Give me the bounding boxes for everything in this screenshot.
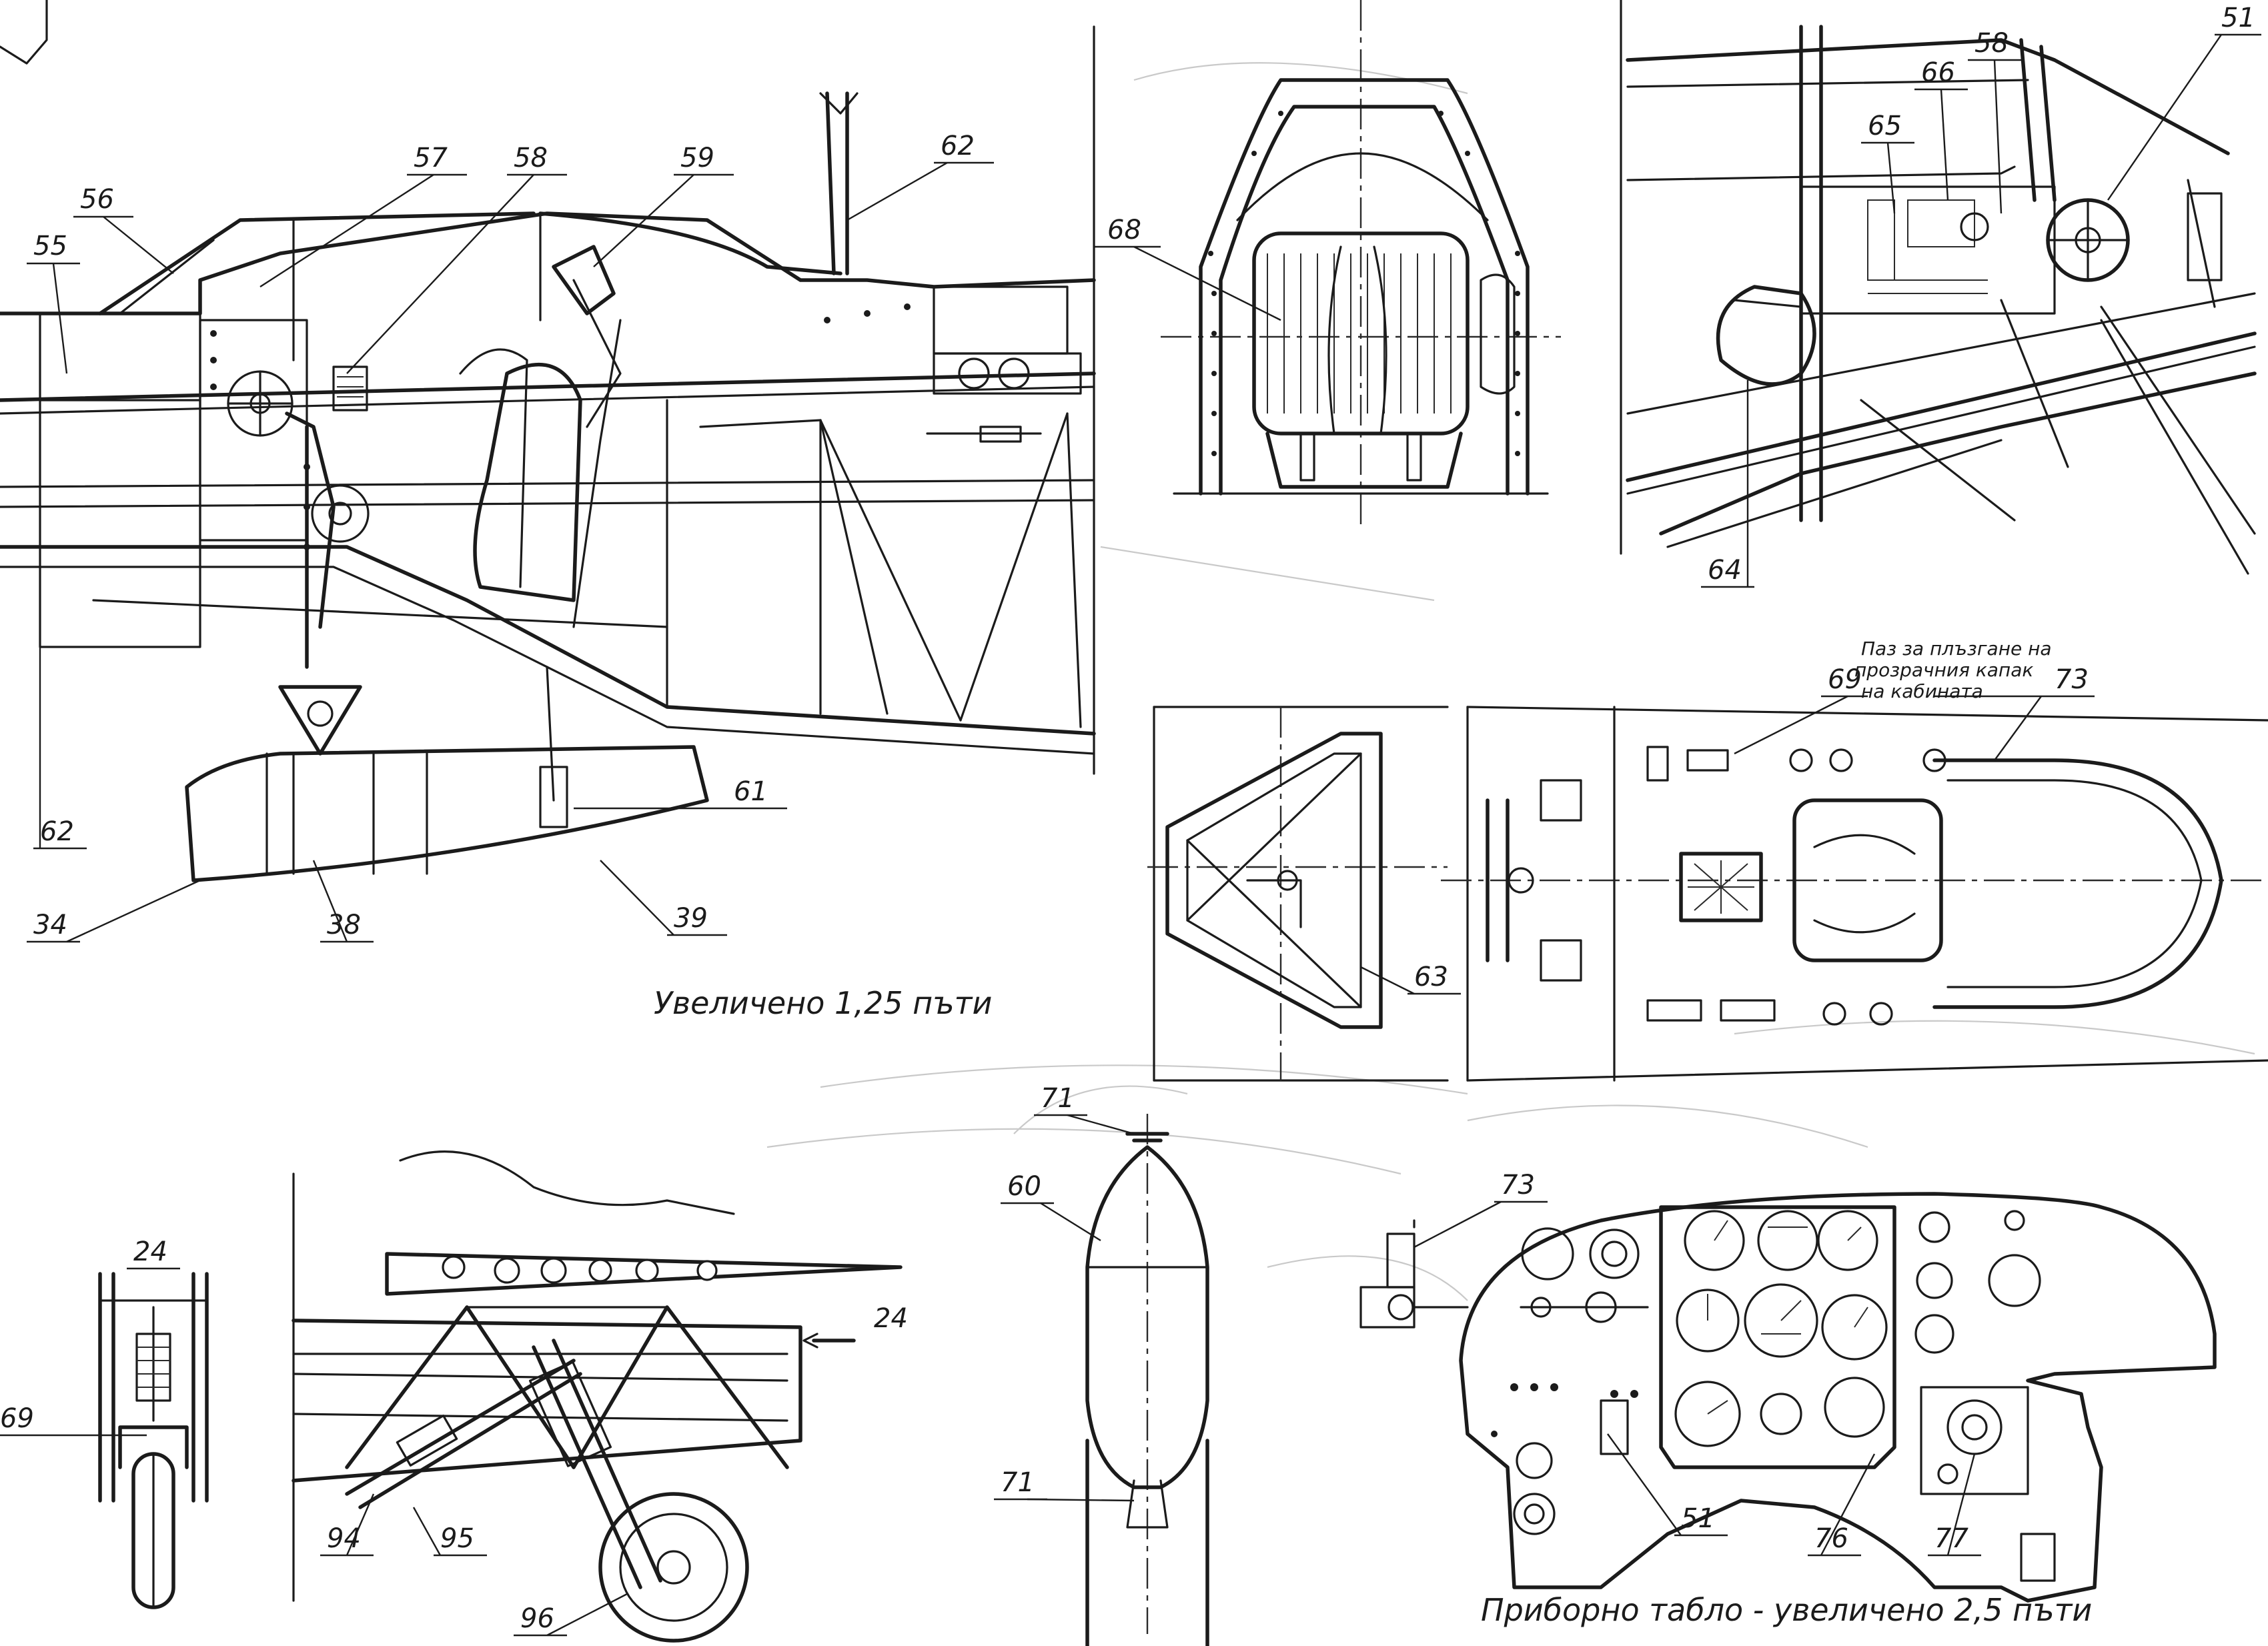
canopy-slot-note-line-1: Паз за плъзгане на (1861, 638, 2052, 660)
callout-71-top: 71 (1041, 1083, 1075, 1114)
cockpit-top-view: Паз за плъзгане на прозрачния капак на к… (1441, 638, 2268, 1082)
panel-scale-caption: Приборно табло - увеличено 2,5 пъти (1481, 1592, 2092, 1628)
canopy-slot-note-line-2: прозрачния капак (1854, 659, 2033, 681)
side-view-scale-caption: Увеличено 1,25 пъти (654, 985, 992, 1021)
instrument-panel: 73 51 76 77 (1359, 1170, 2217, 1603)
callout-61: 61 (734, 776, 768, 807)
callout-51-top: 51 (2221, 3, 2255, 33)
callout-68: 68 (1107, 215, 1141, 245)
callout-24-front: 24 (133, 1237, 167, 1267)
bulkhead-detail: 63 (1147, 706, 1461, 1082)
callout-76: 76 (1814, 1523, 1848, 1554)
cockpit-front-view: 68 (1094, 0, 1561, 527)
callout-63: 63 (1414, 962, 1448, 992)
fuselage-side-view (0, 25, 1096, 882)
callout-56: 56 (80, 184, 114, 215)
landing-gear-front-view: 24 69 (0, 1237, 209, 1609)
callout-24-side: 24 (874, 1303, 908, 1334)
callout-73-panel: 73 (1501, 1170, 1535, 1200)
callout-73-top: 73 (2055, 664, 2089, 695)
callout-71-bottom: 71 (1001, 1467, 1035, 1498)
cockpit-interior-view: 51 58 66 65 64 (1620, 0, 2261, 588)
callout-94: 94 (327, 1523, 361, 1554)
callout-57: 57 (414, 143, 448, 173)
callout-69-gear: 69 (0, 1403, 34, 1434)
callout-58-right: 58 (1974, 28, 2009, 59)
callout-60: 60 (1007, 1171, 1041, 1202)
callout-64: 64 (1708, 555, 1742, 586)
callout-59: 59 (680, 143, 714, 173)
callout-51-panel: 51 (1681, 1503, 1715, 1534)
callout-62-bottom: 62 (40, 816, 74, 847)
callout-62-top: 62 (941, 131, 975, 161)
landing-gear-side-view: 24 94 95 96 (292, 1150, 908, 1643)
callout-66: 66 (1921, 57, 1955, 88)
callout-58: 58 (514, 143, 548, 173)
callout-39: 39 (674, 903, 708, 934)
callout-95: 95 (440, 1523, 474, 1554)
callout-55: 55 (33, 231, 67, 261)
background-construction-lines (766, 62, 2255, 1301)
callout-96: 96 (520, 1603, 554, 1634)
callout-65: 65 (1868, 111, 1902, 141)
callout-34: 34 (33, 910, 67, 940)
canopy-slot-note-line-3: на кабината (1861, 680, 1983, 702)
side-view-callouts: 55 56 57 58 59 62 62 61 34 38 39 (27, 131, 994, 943)
bomb-detail: 71 60 71 (994, 1083, 1209, 1646)
corner-tab (0, 0, 48, 65)
callout-69-top: 69 (1828, 664, 1862, 695)
